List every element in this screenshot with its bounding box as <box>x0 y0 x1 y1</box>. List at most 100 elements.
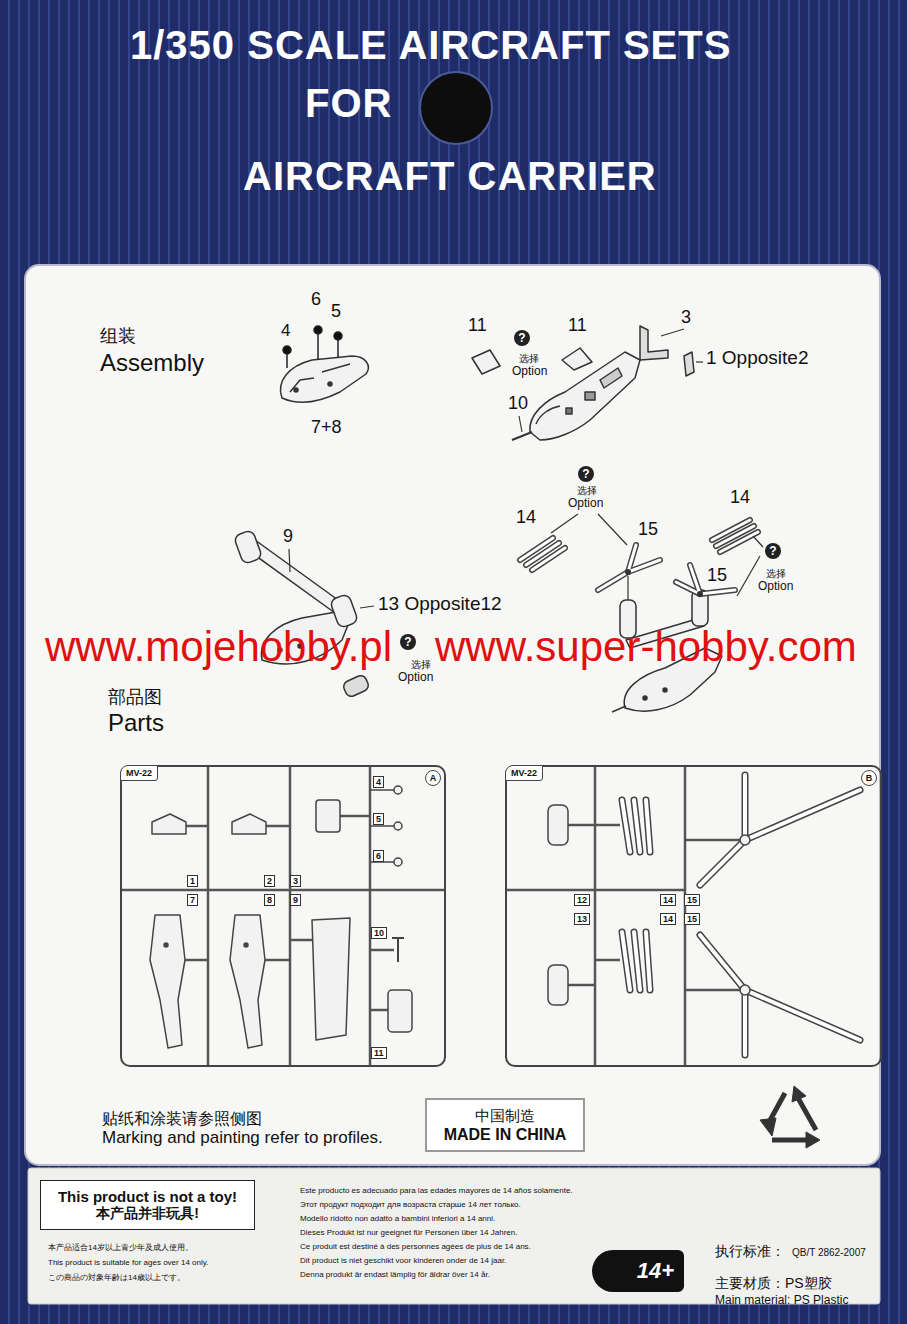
rotor-blade <box>720 532 758 552</box>
sprue-part <box>152 814 186 834</box>
callout-text: 4 <box>281 322 290 341</box>
callout-text: 选择 <box>577 485 597 496</box>
recycle-symbol <box>806 1132 820 1148</box>
leader-line <box>696 361 703 362</box>
leader-line <box>360 606 374 608</box>
callout-text: 6 <box>311 290 321 310</box>
wing-drawing <box>233 529 262 564</box>
rotor-blade <box>634 932 640 990</box>
leader-line <box>519 416 522 432</box>
sprue-part <box>394 858 402 866</box>
leader-line <box>551 514 763 600</box>
hang-hole <box>420 72 492 144</box>
part-number-tag: 8 <box>264 894 275 906</box>
callout-text: 选择 <box>411 659 431 670</box>
rotor-blade <box>622 932 630 990</box>
callout-text: 贴纸和涂装请参照侧图 <box>102 1110 262 1128</box>
sprue-tab: MV-22 <box>120 765 158 781</box>
callout-text: 主要材质：PS塑胶 <box>715 1276 832 1291</box>
part-number-tag: 13 <box>574 913 590 925</box>
rotor-blade <box>700 935 745 990</box>
sprue-runner <box>505 889 685 892</box>
recycle-symbol <box>792 1086 806 1102</box>
origin-text: MADE IN CHINA <box>444 1126 567 1144</box>
warning-text: This product is not a toy! <box>58 1188 237 1205</box>
sprue-part <box>548 805 568 1005</box>
leader-line <box>737 556 760 596</box>
info-band <box>28 1168 880 1304</box>
sprue-runner <box>505 765 745 1067</box>
rotor-blade <box>622 775 860 1055</box>
aircraft-drawing <box>663 688 667 692</box>
rotor-blade <box>690 565 700 594</box>
rotor-blade <box>743 990 747 1055</box>
callout-text: 15 <box>638 520 658 540</box>
part-number-tag: 4 <box>373 776 384 788</box>
part-number-tag: 1 <box>187 875 198 887</box>
part-number-tag: 5 <box>373 813 384 825</box>
rotor-blade <box>700 590 735 594</box>
callout-text: Этот продукт подходит для возраста старш… <box>300 1201 521 1210</box>
age-text: 14+ <box>637 1258 674 1284</box>
fuselage-drawing <box>280 356 368 402</box>
rotor-blade <box>622 800 630 852</box>
wing-drawing <box>233 529 370 698</box>
leader-line <box>512 329 703 440</box>
part-number-tag: 3 <box>290 875 301 887</box>
recycle-symbol <box>798 1098 816 1130</box>
callout-text: 部品图 <box>108 688 162 708</box>
sprue-runner <box>266 825 290 828</box>
sprue-letter: B <box>861 770 877 786</box>
watermark-text: www.mojehobby.pl <box>45 624 392 670</box>
watermark-text: www.super-hobby.com <box>435 624 857 670</box>
origin-text: 中国制造 <box>475 1107 535 1126</box>
callout-text: Parts <box>108 710 164 736</box>
leader-line <box>627 576 628 600</box>
sprue-part <box>370 825 394 827</box>
callout-text: 11 <box>568 316 587 336</box>
rotor-blade <box>742 775 749 840</box>
rotor-blade <box>740 835 750 845</box>
callout-text: Option <box>568 497 603 510</box>
callout-text: Option <box>512 365 547 378</box>
rotor-blade <box>743 775 747 840</box>
rotor-blade <box>634 932 640 990</box>
part-number-tag: 9 <box>290 894 301 906</box>
sprue-runner <box>595 959 620 962</box>
option-marker: ? <box>578 466 594 482</box>
instruction-panel <box>25 265 880 1165</box>
fuselage-drawing <box>566 408 572 414</box>
fuselage-drawing <box>600 368 622 388</box>
sprue-runner <box>594 765 597 1067</box>
callout-text: Option <box>758 580 793 593</box>
rotor-blade <box>740 985 750 995</box>
rotor-blade <box>646 932 650 990</box>
leader-line <box>551 514 578 533</box>
sprue-part <box>232 814 266 834</box>
callout-text: Marking and painting refer to profiles. <box>102 1129 383 1148</box>
rotor-blade <box>697 591 703 597</box>
callout-text: 13 Opposite12 <box>378 594 502 615</box>
rotor-blade <box>628 560 660 572</box>
rotor-blade <box>628 545 636 572</box>
peg-part <box>317 332 319 360</box>
origin-box: 中国制造MADE IN CHINA <box>425 1098 585 1152</box>
sprue-part <box>388 990 412 1032</box>
rotor-blade <box>598 572 628 590</box>
part-number-tag: 14 <box>660 913 676 925</box>
callout-text: 1 Opposite2 <box>706 348 808 369</box>
sprue-runner <box>568 984 595 987</box>
rotor-blade <box>646 932 650 990</box>
callout-text: Dieses Produkt ist nur geeignet für Pers… <box>300 1229 517 1238</box>
callout-text: Dit product is niet geschikt voor kinder… <box>300 1257 506 1266</box>
part-number-tag: 15 <box>684 894 700 906</box>
sprue-runner <box>186 825 208 828</box>
sprue-runner <box>568 824 595 827</box>
callout-text: Denna produkt är endast lämplig för äldr… <box>300 1271 490 1280</box>
leader-line <box>512 432 532 440</box>
sprue-part <box>150 786 412 1048</box>
callout-text: 执行标准： <box>715 1244 785 1259</box>
callout-text: 7+8 <box>311 418 342 438</box>
sprue-runner <box>370 949 394 952</box>
sprue-part <box>244 943 248 947</box>
